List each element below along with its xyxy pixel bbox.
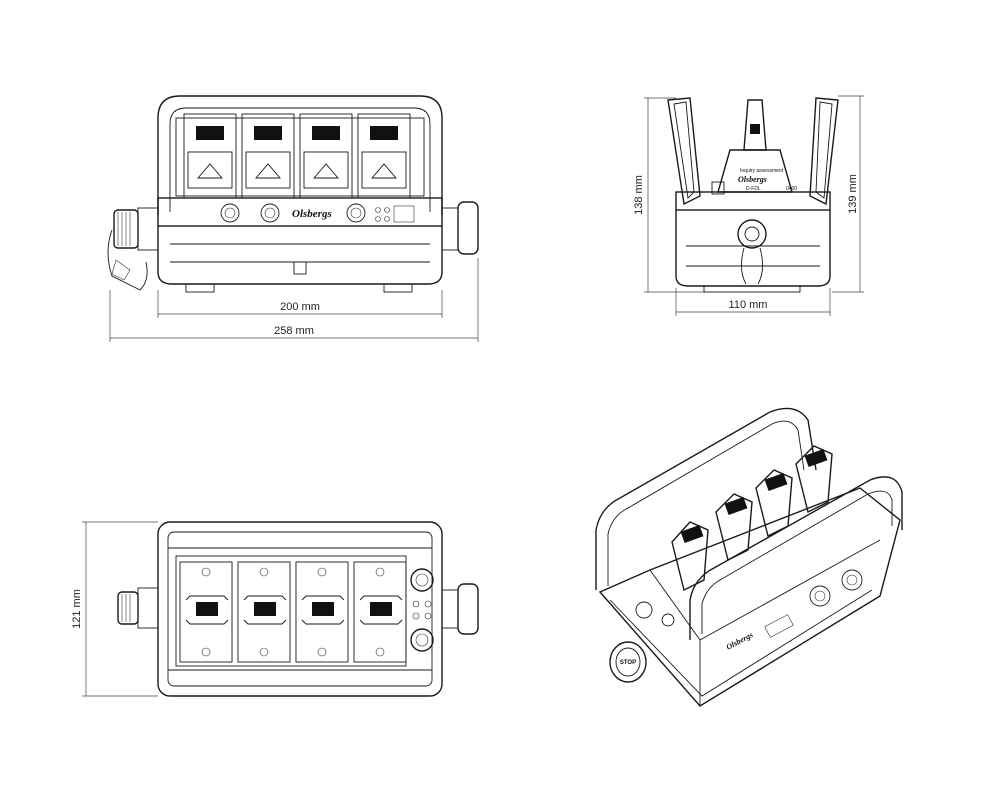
side-model-text: D-FDL xyxy=(746,186,761,192)
iso-stop-button: STOP xyxy=(609,641,647,683)
front-view: Olsbergs 2 xyxy=(107,95,479,342)
stop-label: STOP xyxy=(620,660,636,666)
top-lever-4 xyxy=(353,561,407,663)
side-brand-logo: Olsbergs xyxy=(738,175,767,184)
top-connector-left xyxy=(117,587,159,629)
top-lever-1 xyxy=(179,561,233,663)
front-dim-258: 258 mm xyxy=(274,325,314,337)
front-lever-4 xyxy=(357,113,411,199)
side-dim-138: 138 mm xyxy=(633,175,645,215)
front-brand-logo: Olsbergs xyxy=(292,208,332,220)
top-dim-121: 121 mm xyxy=(71,589,83,629)
side-dim-139: 139 mm xyxy=(847,174,859,214)
iso-lever-1 xyxy=(671,521,709,592)
front-lever-3 xyxy=(299,113,353,199)
iso-brand-logo: Olsbergs xyxy=(725,630,755,652)
iso-lever-3 xyxy=(755,469,793,538)
front-connector-left xyxy=(107,207,159,291)
top-lever-3 xyxy=(295,561,349,663)
side-caption-text: Inquiry assessment xyxy=(740,168,784,174)
side-dim-110: 110 mm xyxy=(729,299,768,311)
side-view: Inquiry assessment Olsbergs D-FDL 0400 1… xyxy=(633,95,864,316)
iso-lever-4 xyxy=(795,445,833,514)
iso-lever-2 xyxy=(715,493,753,562)
isometric-view: Olsbergs STOP xyxy=(595,407,903,707)
front-indicator-leds xyxy=(375,205,415,223)
top-connector-right xyxy=(441,583,479,635)
side-code-text: 0400 xyxy=(786,186,797,192)
front-dim-200: 200 mm xyxy=(280,301,320,313)
front-lever-2 xyxy=(241,113,295,199)
front-lever-1 xyxy=(183,113,237,199)
front-connector-right xyxy=(441,201,479,255)
top-view: 121 mm xyxy=(71,521,479,697)
top-lever-2 xyxy=(237,561,291,663)
